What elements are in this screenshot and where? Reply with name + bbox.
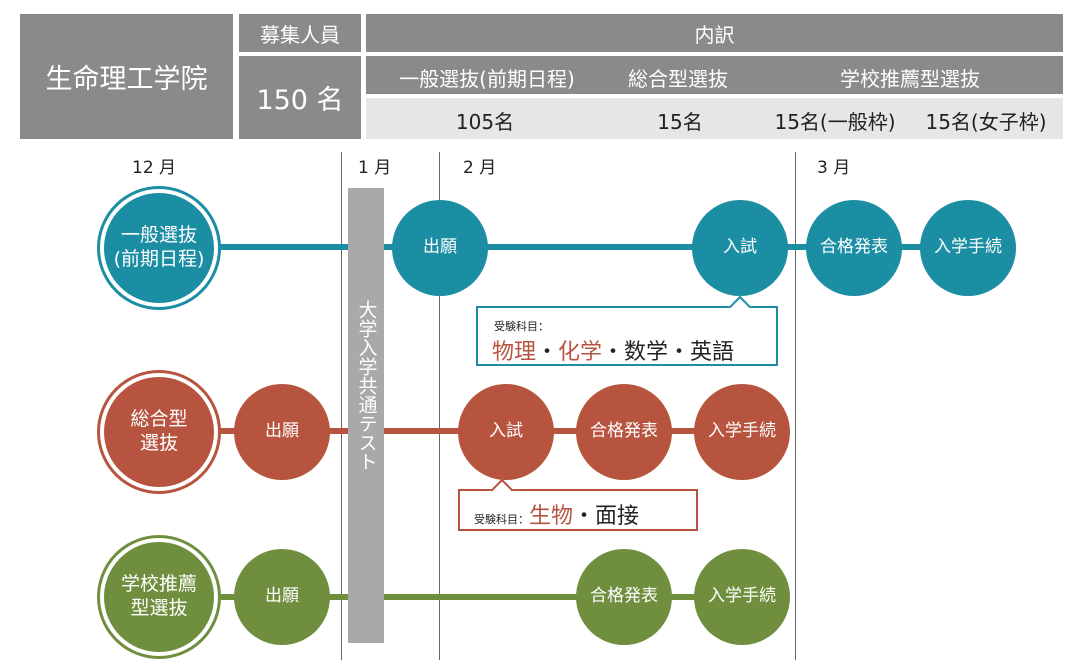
subject-others: ・数学・英語 (602, 340, 735, 365)
category-recommendation: 学校推薦型選抜 (840, 67, 980, 91)
comprehensive-step-enroll: 入学手続 (694, 384, 790, 480)
recruit-value: 150 名 (256, 85, 344, 116)
breakdown-label-cell: 内訳 (366, 14, 1063, 52)
common-test-label: 大学入学共通テスト (355, 300, 378, 471)
subject-physics: 物理 (492, 340, 537, 365)
comprehensive-subjects-callout: 受験科目：生物・面接 (458, 478, 698, 531)
general-step-apply: 出願 (392, 200, 488, 296)
count-row (366, 98, 1063, 139)
count-comprehensive: 15名 (657, 110, 703, 134)
comprehensive-subjects-label: 受験科目： (474, 513, 529, 526)
divider-feb (439, 152, 440, 660)
subject-interview: ・面接 (573, 504, 640, 529)
callout-pointer (728, 295, 752, 319)
common-test-bar (348, 188, 384, 643)
month-dec: 12 月 (132, 158, 177, 178)
institute-name: 生命理工学院 (45, 64, 208, 95)
month-mar: 3 月 (817, 158, 851, 178)
general-step-enroll: 入学手続 (920, 200, 1016, 296)
comprehensive-subjects-list: 受験科目：生物・面接 (474, 498, 639, 530)
comprehensive-step-result: 合格発表 (576, 384, 672, 480)
divider-mar (795, 152, 796, 660)
recruit-value-cell: 150 名 (239, 56, 361, 139)
general-label: 一般選抜 (前期日程) (104, 193, 214, 303)
track-recommendation (200, 594, 760, 600)
divider-jan (341, 152, 342, 660)
general-subjects-callout: 受験科目： 物理・化学・数学・英語 (476, 295, 778, 366)
recommendation-step-result: 合格発表 (576, 549, 672, 645)
comprehensive-label: 総合型 選抜 (104, 377, 214, 487)
general-step-result: 合格発表 (806, 200, 902, 296)
comprehensive-step-apply: 出願 (234, 384, 330, 480)
recruit-label-cell: 募集人員 (239, 14, 361, 52)
general-subjects-list: 物理・化学・数学・英語 (492, 334, 734, 366)
count-recommendation-women: 15名(女子枠) (925, 110, 1047, 134)
recommendation-step-enroll: 入学手続 (694, 549, 790, 645)
comprehensive-step-exam: 入試 (458, 384, 554, 480)
subject-biology: 生物 (529, 504, 574, 529)
general-step-exam: 入試 (692, 200, 788, 296)
recruit-label: 募集人員 (260, 22, 340, 47)
general-subjects-label: 受験科目： (494, 320, 549, 333)
subject-separator: ・ (536, 340, 559, 365)
count-recommendation-general: 15名(一般枠) (774, 110, 896, 134)
category-general: 一般選抜(前期日程) (399, 67, 575, 91)
count-general: 105名 (455, 110, 515, 134)
category-comprehensive: 総合型選抜 (628, 67, 728, 91)
month-jan: 1 月 (358, 158, 392, 178)
track-general (200, 244, 980, 250)
category-row (366, 56, 1063, 94)
subject-chemistry: 化学 (558, 340, 603, 365)
recommendation-label: 学校推薦 型選抜 (104, 542, 214, 652)
recommendation-step-apply: 出願 (234, 549, 330, 645)
institute-cell: 生命理工学院 (20, 14, 233, 139)
breakdown-label: 内訳 (694, 22, 735, 47)
month-feb: 2 月 (463, 158, 497, 178)
